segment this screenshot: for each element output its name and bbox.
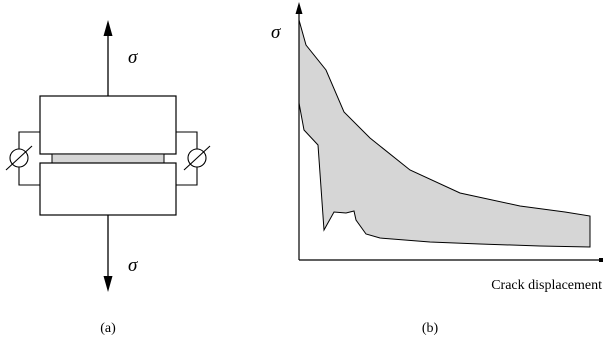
panel-a: σ σ (a) xyxy=(5,20,211,336)
bond-layer xyxy=(51,153,165,164)
upper-block xyxy=(39,95,177,155)
axes xyxy=(295,2,603,262)
x-axis-label: Crack displacement xyxy=(491,278,602,293)
stress-band xyxy=(298,19,591,248)
top-stress-arrow xyxy=(103,20,113,96)
bottom-stress-label: σ xyxy=(128,255,138,276)
y-axis-label: σ xyxy=(271,22,281,43)
panel-a-caption: (a) xyxy=(100,321,116,336)
panel-b-caption: (b) xyxy=(422,321,439,336)
right-displacement-gauge xyxy=(176,131,211,186)
top-stress-label: σ xyxy=(128,47,138,68)
lower-block xyxy=(39,162,177,216)
bottom-stress-arrow xyxy=(103,215,113,292)
x-axis-end-tick xyxy=(599,258,603,262)
left-displacement-gauge xyxy=(5,131,40,186)
y-axis-arrowhead xyxy=(295,2,303,14)
panel-b: σ Crack displacement (b) xyxy=(271,2,603,336)
